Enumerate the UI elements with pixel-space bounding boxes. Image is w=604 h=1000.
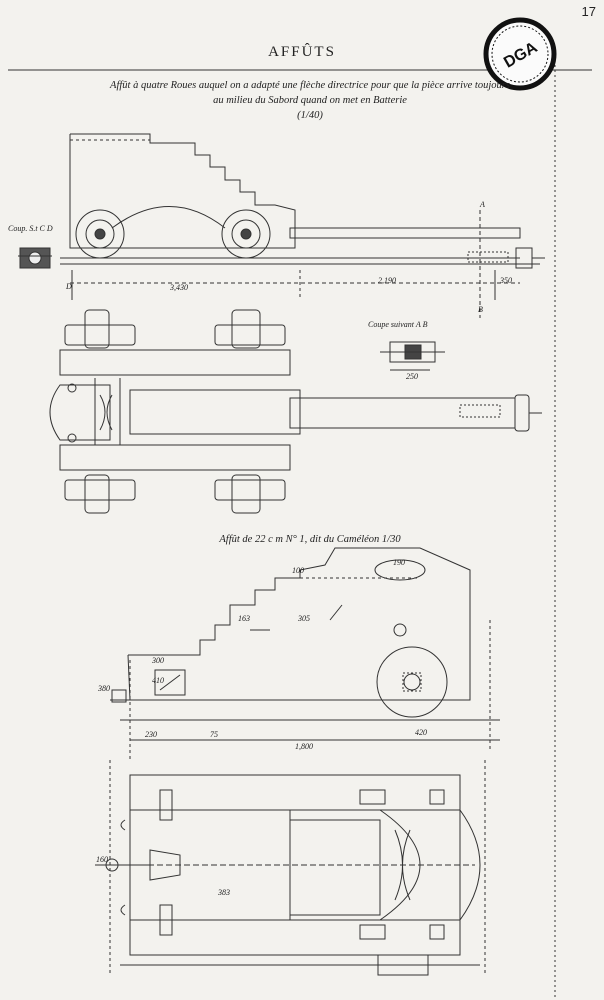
dim-2190: 2,190 (378, 276, 396, 285)
plan-view-2 (95, 760, 486, 976)
plan-view-1 (49, 309, 542, 514)
dim-160: 160 (96, 855, 108, 864)
page-title: AFFÛTS (268, 44, 336, 60)
elevation-view-2 (110, 547, 500, 760)
dim-75: 75 (210, 730, 218, 739)
subtitle-line-1: Affût à quatre Roues auquel on a adapté … (110, 80, 510, 91)
dim-380: 380 (98, 684, 110, 693)
section-ab-label: Coupe suivant A B (368, 320, 428, 329)
section-cd-detail (18, 247, 52, 269)
dim-383: 383 (218, 888, 230, 897)
dim-410: 410 (152, 676, 164, 685)
dim-305: 305 (298, 614, 310, 623)
dim-label-a: A (480, 200, 485, 209)
dim-300: 300 (152, 656, 164, 665)
dim-420: 420 (415, 728, 427, 737)
dim-163: 163 (238, 614, 250, 623)
dim-3430: 3,430 (170, 283, 188, 292)
dim-label-d: D (66, 282, 72, 291)
dim-230: 230 (145, 730, 157, 739)
dim-1800: 1,800 (295, 742, 313, 751)
second-drawing-title: Affût de 22 c m N° 1, dit du Caméléon 1/… (219, 534, 401, 545)
page-number: 17 (581, 4, 596, 19)
dim-250: 250 (406, 372, 418, 381)
elevation-view-1 (60, 133, 545, 318)
section-cd-label: Coup. S.t C D (8, 224, 53, 233)
subtitle-line-2: au milieu du Sabord quand on met en Batt… (213, 95, 407, 106)
dim-100: 100 (292, 566, 304, 575)
dim-190: 190 (393, 558, 405, 567)
dga-seal: DGA (483, 17, 557, 91)
dim-350: 350 (500, 276, 512, 285)
dim-label-b: B (478, 305, 483, 314)
scale-label-1: (1/40) (297, 110, 323, 121)
section-ab-detail (380, 341, 445, 371)
